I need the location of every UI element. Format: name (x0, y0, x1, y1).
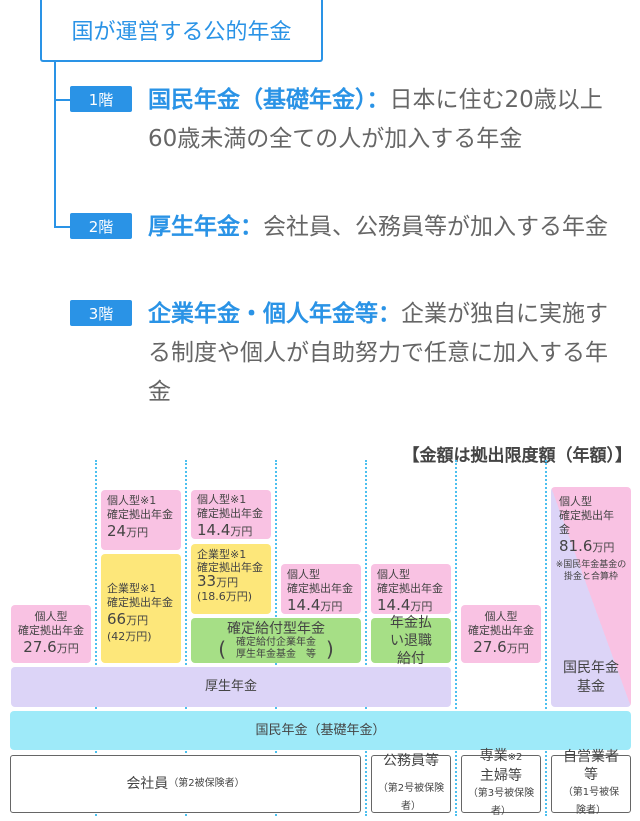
column-divider (95, 460, 97, 816)
label: 個人型 (377, 568, 410, 581)
label: 個人型 (287, 568, 320, 581)
label: 確定拠出年金 (287, 582, 353, 595)
tier-name: 企業年金・個人年金等 (148, 301, 378, 327)
column-divider (455, 460, 457, 816)
tier-desc-2: 厚生年金：会社員、公務員等が加入する年金 (148, 208, 628, 247)
column-divider (365, 460, 367, 816)
tree-connector (54, 226, 70, 228)
amount: 33万円 (197, 572, 239, 590)
sub: （第3号被保険者） (467, 788, 535, 817)
label: 確定拠出年金 (107, 508, 173, 521)
label: 専業※2 (479, 748, 523, 764)
amount: 81.6万円 (559, 537, 615, 555)
sub-amount: (18.6万円) (197, 590, 253, 603)
insured-homemaker: 専業※2 主婦等 （第3号被保険者） (461, 748, 541, 817)
label: 個人型 (484, 610, 518, 623)
paren: ( (218, 636, 226, 661)
paren: ) (326, 636, 334, 661)
amount: 27.6万円 (473, 638, 529, 656)
label: 企業型※1 (107, 582, 157, 595)
sep: ： (366, 87, 390, 113)
label: 国民年金基金 (563, 660, 619, 695)
national-pension-bar: 国民年金（基礎年金） (10, 711, 631, 750)
sub: （第2号被保険者） (377, 783, 445, 812)
tree-line (54, 62, 56, 228)
insured-company-employee: 会社員（第2被保険者） (10, 755, 361, 813)
label: 確定拠出年金 (377, 582, 443, 595)
label: 企業型※1 (197, 548, 247, 561)
db-detail: ( 確定給付企業年金厚生年金基金 等) (218, 637, 334, 661)
tier-name: 国民年金（基礎年金） (148, 87, 367, 113)
tier-desc-1: 国民年金（基礎年金）：日本に住む20歳以上60歳未満の全ての人が加入する年金 (148, 81, 628, 159)
insured-public-servant: 公務員等 （第2号被保険者） (371, 753, 451, 813)
label: 確定拠出年金 (18, 624, 84, 637)
defined-benefit-box: 確定給付型年金( 確定給付企業年金厚生年金基金 等) (191, 618, 361, 663)
tier-name: 厚生年金 (148, 214, 240, 240)
label: 主婦等 (480, 768, 522, 784)
tier-text: 日本に住む20歳以上60歳未満の全ての人が加入する年金 (148, 87, 603, 152)
label: 確定拠出年金 (197, 507, 263, 520)
label: 確定拠出年金 (107, 596, 173, 609)
amount: 27.6万円 (23, 638, 79, 656)
amount: 14.4万円 (197, 521, 253, 539)
sub-amount: (42万円) (107, 630, 152, 643)
label: 確定給付型年金 (227, 620, 325, 637)
insured-self-employed: 自営業者等 （第1号被保険者） (551, 749, 631, 816)
tier-badge-3: 3階 (70, 300, 132, 326)
tier-text: 会社員、公務員等が加入する年金 (263, 214, 608, 240)
label: 個人型 (559, 495, 592, 508)
retirement-pension-box: 年金払い退職給付 (371, 615, 451, 667)
combined-limit-note: ※国民年金基金の掛金と合算枠 (555, 560, 627, 582)
column-divider (185, 460, 187, 816)
amount: 14.4万円 (377, 596, 433, 614)
tier-text: 企業が独自に実施する制度や個人が自助努力で任意に加入する年金 (148, 301, 608, 405)
label: 確定拠出年金 (559, 509, 614, 536)
label: 個人型※1 (107, 494, 157, 507)
label: 公務員等 (383, 753, 439, 769)
employees-pension-bar: 厚生年金 (11, 667, 451, 707)
amount: 66万円 (107, 610, 149, 628)
sep: ： (378, 301, 401, 327)
sep: ： (240, 214, 263, 240)
amount: 24万円 (107, 522, 149, 540)
tier-desc-3: 企業年金・個人年金等：企業が独自に実施する制度や個人が自助努力で任意に加入する年… (148, 295, 628, 412)
public-pension-header: 国が運営する公的年金 (40, 0, 323, 62)
label: 個人型 (34, 610, 68, 623)
tree-connector (54, 99, 70, 101)
label: 自営業者等 (563, 749, 619, 783)
tier-badge-2: 2階 (70, 213, 132, 239)
label: 会社員 (126, 776, 169, 792)
amount-note: 【金額は拠出限度額（年額）】 (402, 446, 633, 466)
db-types: 確定給付企業年金厚生年金基金 等 (236, 636, 316, 660)
amount: 14.4万円 (287, 596, 343, 614)
label: 確定拠出年金 (197, 561, 263, 574)
label: 確定拠出年金 (468, 624, 534, 637)
sub: （第1号被保険者） (562, 787, 620, 816)
sub: （第2被保険者） (168, 778, 245, 789)
column-divider (545, 460, 547, 816)
tier-badge-1: 1階 (70, 86, 132, 112)
label: 個人型※1 (197, 493, 247, 506)
